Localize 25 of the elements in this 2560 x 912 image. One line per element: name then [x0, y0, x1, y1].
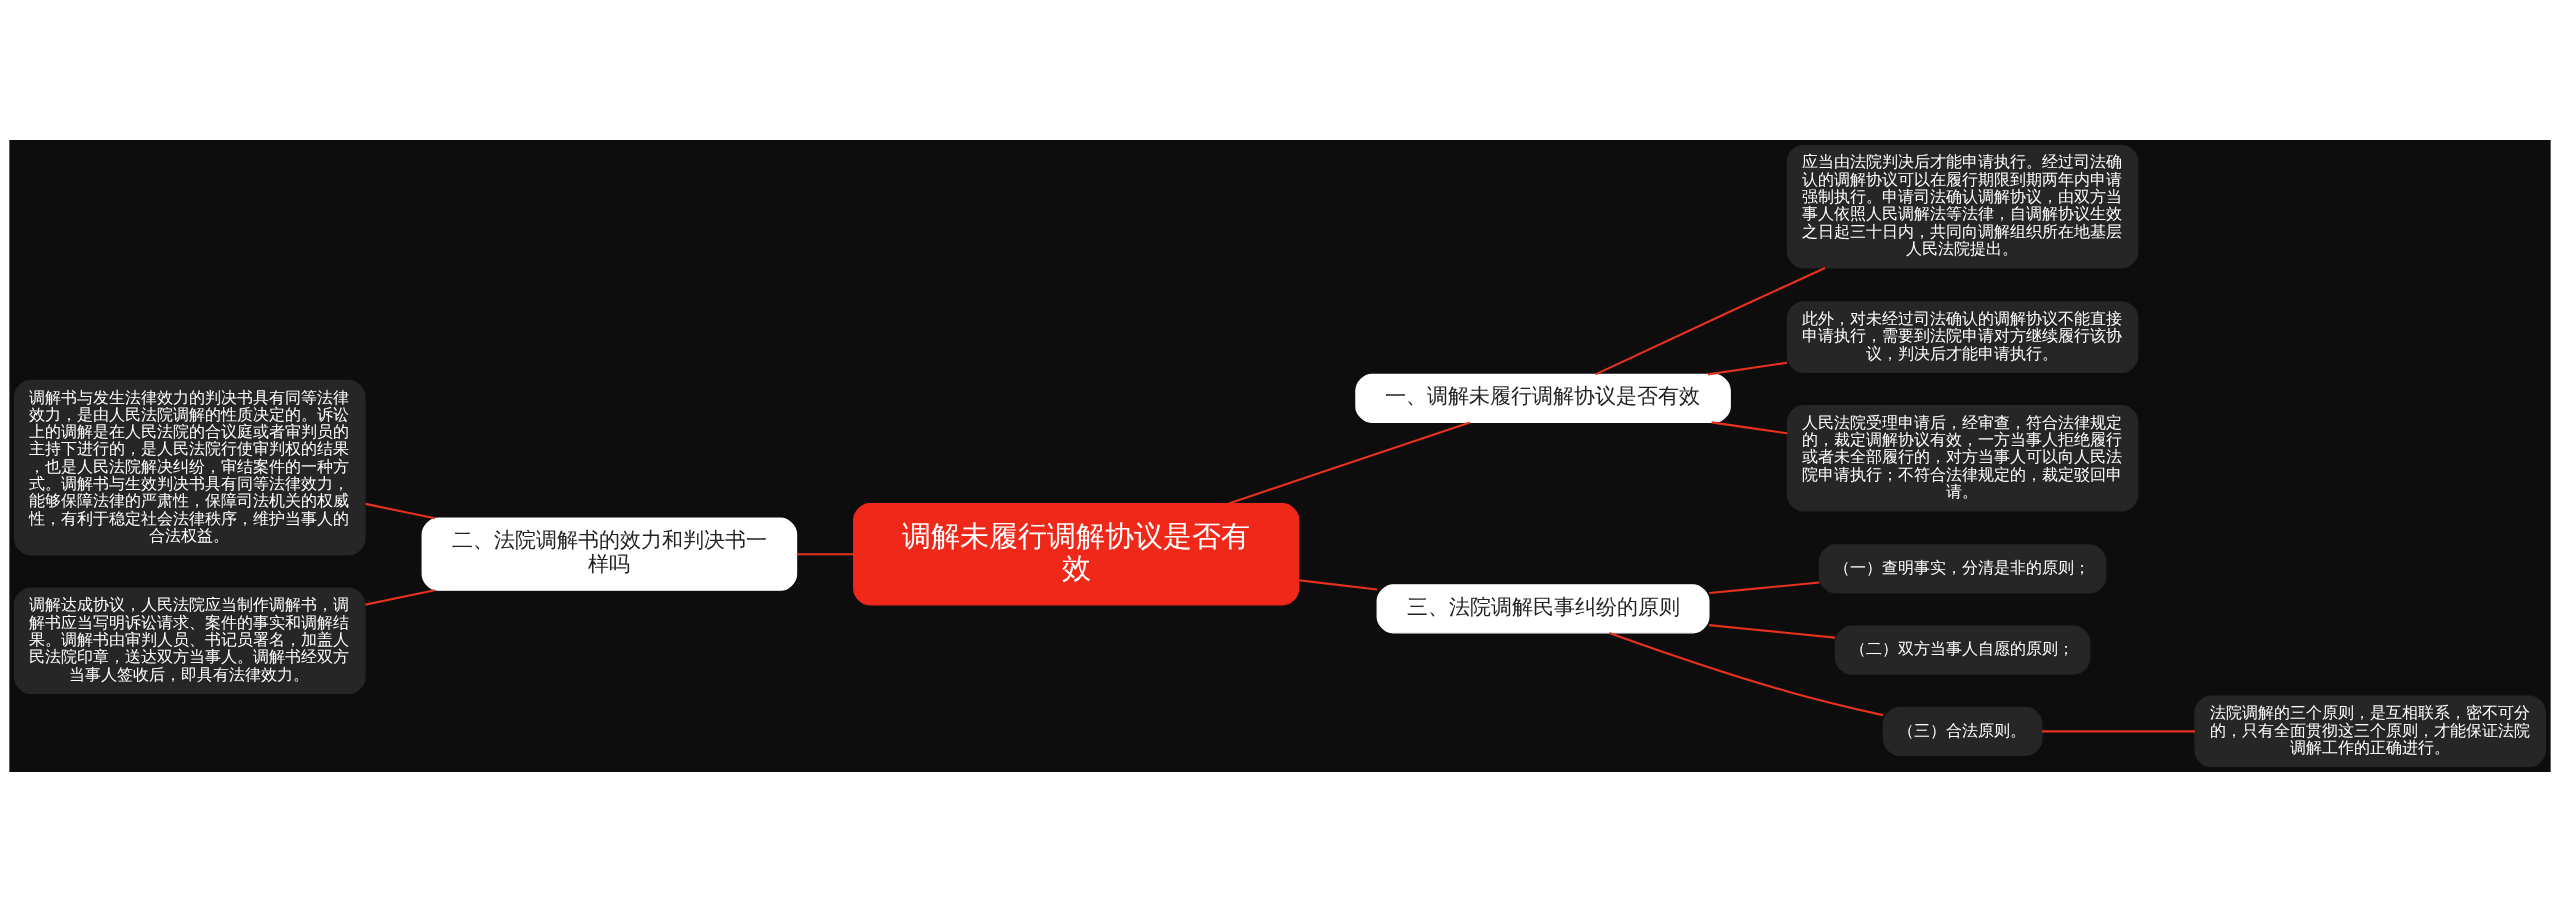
connector	[2042, 730, 2195, 733]
connector	[796, 553, 854, 556]
connector	[1298, 579, 1378, 591]
node-box: 人民法院受理申请后，经审查，符合法律规定的，裁定调解协议有效，一方当事人拒绝履行或者未全部履行的，对方当事人可以向人民法院申请执行；不符合法律规定的，裁定驳回申请。	[1786, 405, 2139, 512]
connector	[1228, 421, 1471, 505]
connector	[1595, 267, 1826, 376]
node-box: （三）合法原则。	[1882, 706, 2043, 756]
node-box: 三、法院调解民事纠纷的原则	[1376, 584, 1710, 634]
connector	[1709, 624, 1836, 639]
connector	[1608, 631, 1884, 717]
connector	[1709, 581, 1820, 595]
node-box: 此外，对未经过司法确认的调解协议不能直接申请执行，需要到法院申请对方继续履行该协议，判决后才能申请执行。	[1786, 301, 2139, 374]
node-box: 法院调解的三个原则，是互相联系，密不可分的，只有全面贯彻这三个原则，才能保证法院调解工作的正确进行。	[2194, 695, 2546, 768]
connector	[1707, 361, 1788, 376]
node-box: 一、调解未履行调解协议是否有效	[1355, 373, 1731, 424]
connector	[365, 589, 435, 606]
node-box: （二）双方当事人自愿的原则；	[1834, 625, 2091, 675]
connector	[1711, 421, 1788, 435]
node-box: 调解达成协议，人民法院应当制作调解书，调解书应当写明诉讼请求、案件的事实和调解结果。调解书由审判人员、书记员署名，加盖人民法院印章，送达双方当事人。调解书经双方当事人签收后，即具有法律效力。	[14, 587, 366, 695]
node-box: （一）查明事实，分清是非的原则；	[1818, 544, 2107, 594]
node-box: 调解书与发生法律效力的判决书具有同等法律效力，是由人民法院调解的性质决定的。诉讼上的调解是在人民法院的合议庭或者审判员的主持下进行的，是人民法院行使审判权的结果，也是人民法院解决纠纷，审结案件的一种方式。调解书与生效判决书具有同等法律效力，能够保障法律的严肃性，保障司法机关的权威性，有利于稳定社会法律秩序，维护当事人的合法权益。	[14, 379, 366, 556]
connector	[365, 502, 435, 520]
node-box: 调解未履行调解协议是否有效	[853, 502, 1300, 606]
node-box: 二、法院调解书的效力和判决书一样吗	[421, 517, 798, 591]
node-box: 应当由法院判决后才能申请执行。经过司法确认的调解协议可以在履行期限到期两年内申请强制执行。申请司法确认调解协议，由双方当事人依照人民调解法等法律，自调解协议生效之日起三十日内，共同向调解组织所在地基层人民法院提出。	[1786, 144, 2139, 269]
